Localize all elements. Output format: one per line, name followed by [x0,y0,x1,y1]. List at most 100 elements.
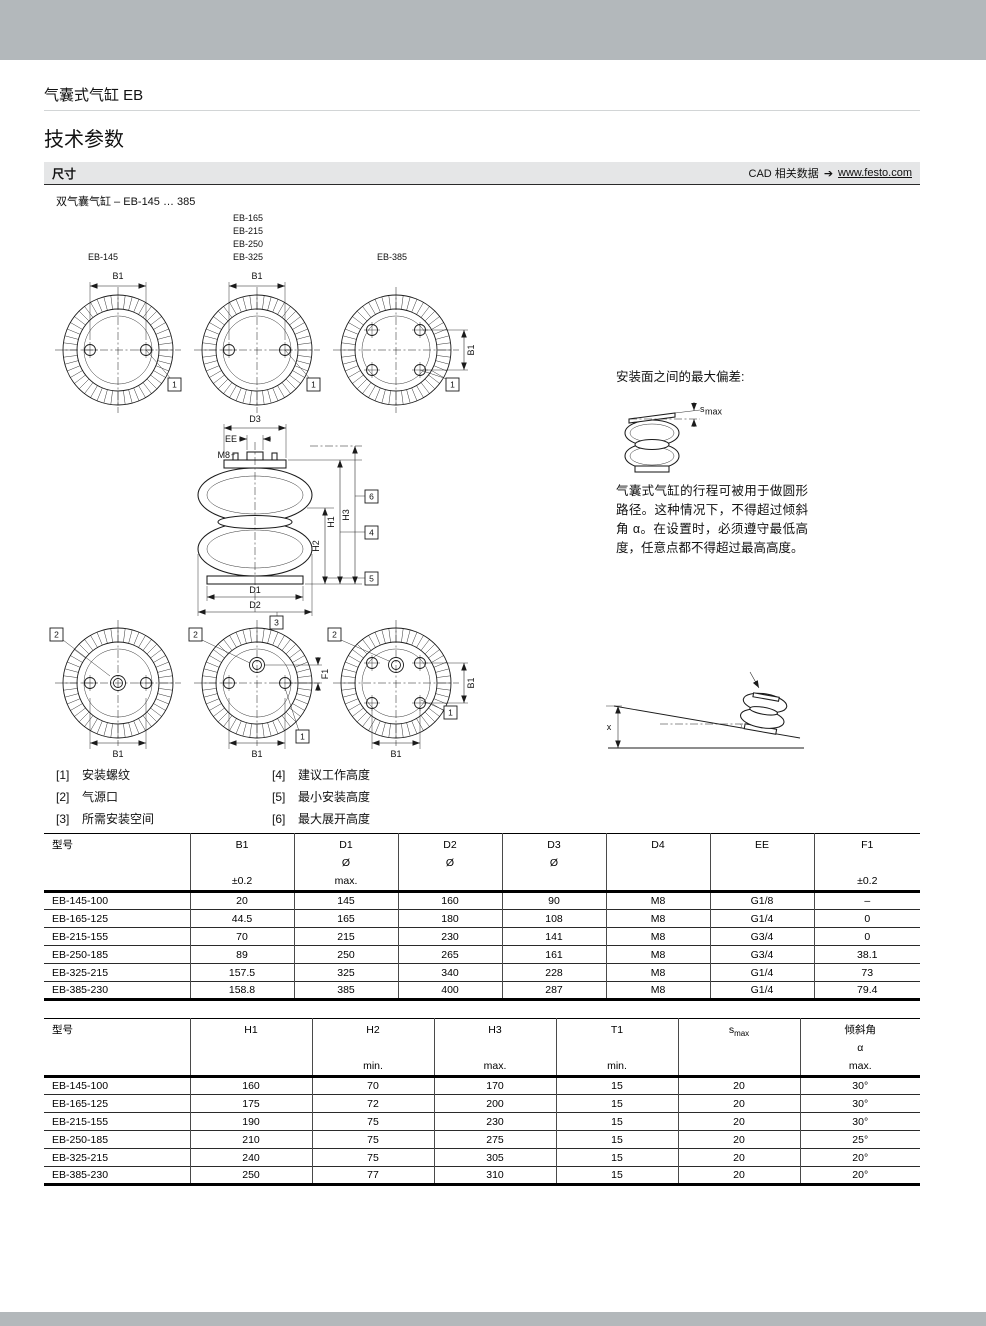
value-cell: 108 [501,909,606,928]
value-cell: – [813,891,920,910]
value-cell: 210 [189,1130,312,1149]
value-cell: 287 [501,981,606,1000]
legend-text: 所需安装空间 [82,812,155,826]
dim-f1: F1 [265,657,330,691]
dim-heights: H2 H1 H3 [288,445,362,585]
main-technical-drawing: EB-145 EB-165 EB-215 EB-250 EB-325 EB-38… [49,213,476,759]
value-cell: 200 [433,1094,556,1113]
callout-1: 1 [419,369,460,392]
svg-text:1: 1 [450,380,455,390]
value-cell: M8 [605,945,710,964]
model-label-eb215: EB-215 [233,226,263,236]
value-cell: 20 [677,1130,800,1149]
value-cell: M8 [605,963,710,982]
model-label-eb250: EB-250 [233,239,263,249]
value-cell: 325 [293,963,398,982]
value-cell: 77 [311,1166,434,1185]
model-cell: EB-215-155 [52,930,109,943]
value-cell: 15 [555,1112,678,1131]
svg-text:1: 1 [448,708,453,718]
svg-text:2: 2 [193,630,198,640]
value-cell: G1/4 [709,963,814,982]
top-view-circle [55,287,181,413]
stroke-note-paragraph: 气囊式气缸的行程可被用于做圆形路径。这种情况下，不得超过倾斜角 α。在设置时，必… [616,484,808,555]
dim-b1: B1 [89,698,147,759]
dim-label-b1: B1 [466,344,476,355]
col-header-d4: D4 [605,833,710,892]
festo-website-link[interactable]: www.festo.com [838,167,912,179]
dim-label-ee: EE [225,434,237,444]
legend-text: 气源口 [82,790,119,804]
value-cell: 38.1 [813,945,920,964]
callout-3: 3 [269,612,284,630]
model-cell: EB-215-155 [52,1115,109,1128]
value-cell: 75 [311,1130,434,1149]
legend-number: [3] [56,812,70,826]
callout-2: 2 [49,627,111,677]
page-header-band [0,0,986,60]
dim-smax: s max [629,402,723,427]
value-cell: 72 [311,1094,434,1113]
value-cell: 15 [555,1130,678,1149]
model-label-eb165: EB-165 [233,213,263,223]
value-cell: 385 [293,981,398,1000]
drawing-subtitle: 双气囊气缸 – EB-145 … 385 [56,196,196,208]
dim-label-h2: H2 [311,540,321,552]
dim-b1: B1 [228,271,286,340]
model-cell: EB-165-125 [52,912,109,925]
dim-ee: EE [225,434,271,450]
tilted-bellows [740,692,788,735]
value-cell: 20 [677,1166,800,1185]
svg-text:6: 6 [369,492,374,502]
cad-text: CAD 相关数据 [748,168,819,180]
title-divider [44,110,920,111]
top-view-circle [55,620,181,746]
value-cell: 160 [189,1076,312,1095]
model-cell: EB-385-230 [52,984,109,996]
dimensions-bar: 尺寸 CAD 相关数据 ➔ www.festo.com [44,162,920,185]
col-header-f1: F1±0.2 [813,833,920,892]
value-cell: G1/4 [709,909,814,928]
legend-number: [1] [56,768,70,782]
dim-label-b1: B1 [466,677,476,688]
value-cell: 400 [397,981,502,1000]
dim-d2: D2 [197,554,313,616]
dim-b1-vertical: B1 [424,662,476,704]
value-cell: 230 [397,927,502,946]
dim-label-h3: H3 [341,509,351,521]
model-cell: EB-325-215 [52,966,109,979]
value-cell: 228 [501,963,606,982]
svg-text:1: 1 [300,732,305,742]
svg-text:5: 5 [369,574,374,584]
legend: [1]安装螺纹 [2]气源口 [3]所需安装空间 [4]建议工作高度 [5]最小… [56,766,572,832]
value-cell: G3/4 [709,927,814,946]
callout-1: 1 [145,349,182,392]
value-cell: 230 [433,1112,556,1131]
dim-label-d3: D3 [249,414,261,424]
model-cell: EB-145-100 [52,895,109,907]
value-cell: 15 [555,1166,678,1185]
dim-b1: B1 [228,698,286,759]
model-cell: EB-145-100 [52,1080,109,1092]
page-title: 气囊式气缸 EB [44,87,144,104]
page-footer-band [0,1312,986,1326]
value-cell: 20 [677,1076,800,1095]
legend-number: [6] [272,812,286,826]
dim-label-m8: M8 [217,450,230,460]
cad-data-line: CAD 相关数据 ➔ www.festo.com [749,165,912,181]
legend-item: [5]最小安装高度 [272,788,572,810]
top-view-circle [333,287,459,413]
